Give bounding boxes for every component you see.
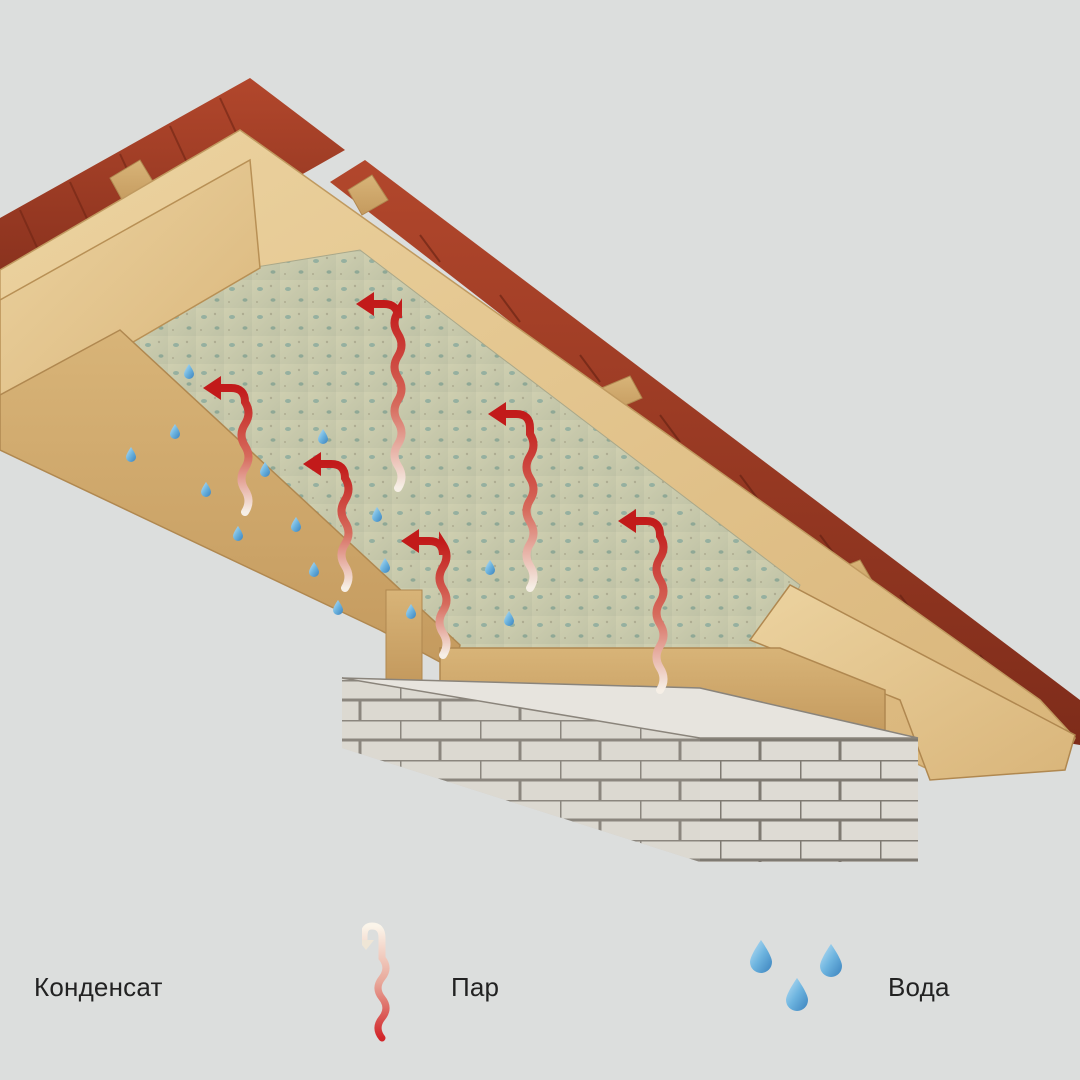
vapor-arrows (203, 292, 668, 694)
water-drop-icon (750, 940, 842, 1011)
vapor-arrowhead (303, 452, 321, 476)
vapor-arrow (413, 531, 451, 659)
vapor-arrow (368, 298, 406, 492)
brick-wall (341, 677, 919, 862)
vapor-arrowhead (618, 509, 636, 533)
support-post (385, 589, 423, 681)
vapor-arrowhead (203, 376, 221, 400)
legend-water-label: Вода (888, 972, 950, 1002)
rafter-right-end (748, 584, 1076, 781)
vapor-arrow (215, 384, 253, 516)
vapor-arrowhead (356, 292, 374, 316)
vapor-arrowhead (401, 529, 419, 553)
legend-condensate-label: Конденсат (34, 972, 163, 1002)
vapor-arrow (500, 410, 538, 592)
vapor-arrowhead (488, 402, 506, 426)
roof-cross-section-illustration (0, 78, 1080, 862)
legend-vapor-label: Пар (451, 972, 500, 1002)
vapor-arrow-icon (362, 922, 390, 1042)
legend: Конденсат Пар Вода (0, 900, 1080, 1080)
vapor-arrow (315, 460, 353, 592)
vapor-arrow (630, 517, 668, 694)
